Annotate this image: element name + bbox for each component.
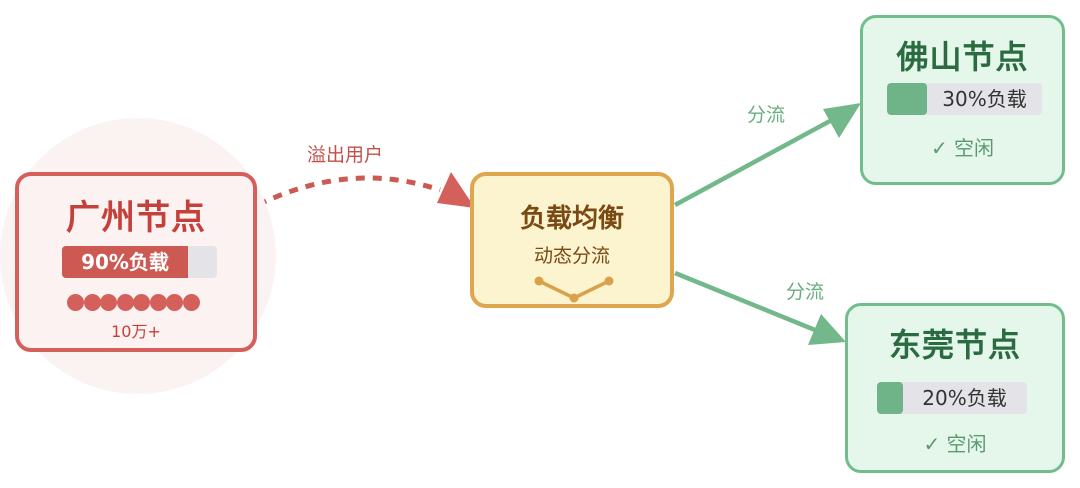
balance-chevron-icon	[534, 276, 614, 303]
user-dot	[67, 294, 84, 311]
user-dot	[149, 294, 167, 311]
status-text: ✓ 空闲	[923, 432, 987, 456]
node-title: 负载均衡	[519, 204, 624, 234]
split-edge-foshan	[673, 119, 832, 207]
user-dot	[100, 294, 117, 311]
split-arrowhead-dongguan	[808, 314, 846, 345]
load-bar-fill	[877, 382, 903, 414]
split-arrowhead-foshan	[823, 103, 861, 138]
status-text: ✓ 空闲	[930, 136, 995, 160]
split-edge-label-foshan: 分流	[747, 104, 786, 126]
node-load-balancer[interactable]: 负载均衡 动态分流	[470, 172, 674, 308]
user-dot	[166, 294, 183, 311]
node-foshan[interactable]: 佛山节点 30%负载 ✓ 空闲	[860, 15, 1065, 185]
node-title: 广州节点	[66, 198, 206, 238]
overflow-arrowhead	[437, 172, 475, 208]
node-guangzhou[interactable]: 广州节点 90%负载 10万+	[15, 172, 257, 352]
node-title: 东莞节点	[888, 326, 1021, 364]
load-label: 30%负载	[942, 87, 1027, 111]
split-edge-label-dongguan: 分流	[786, 281, 825, 303]
user-dot	[83, 294, 101, 311]
user-dot	[133, 294, 150, 311]
load-bar-fill	[887, 83, 927, 115]
load-bar: 30%负载	[887, 83, 1042, 115]
node-title: 佛山节点	[896, 38, 1029, 76]
overflow-edge-label: 溢出用户	[307, 144, 384, 166]
split-edge-dongguan	[674, 270, 816, 333]
load-label: 20%负载	[922, 386, 1007, 410]
load-label: 90%负载	[81, 250, 169, 274]
load-bar: 20%负载	[877, 382, 1027, 414]
overflow-edge	[256, 175, 441, 208]
user-dots	[67, 294, 212, 312]
node-subtitle: 动态分流	[533, 245, 610, 267]
node-dongguan[interactable]: 东莞节点 20%负载 ✓ 空闲	[845, 303, 1065, 473]
user-count: 10万+	[111, 322, 161, 341]
user-dot	[182, 294, 200, 311]
user-dot	[116, 294, 134, 311]
load-bar: 90%负载	[62, 246, 217, 278]
load-bar-fill	[62, 246, 188, 278]
